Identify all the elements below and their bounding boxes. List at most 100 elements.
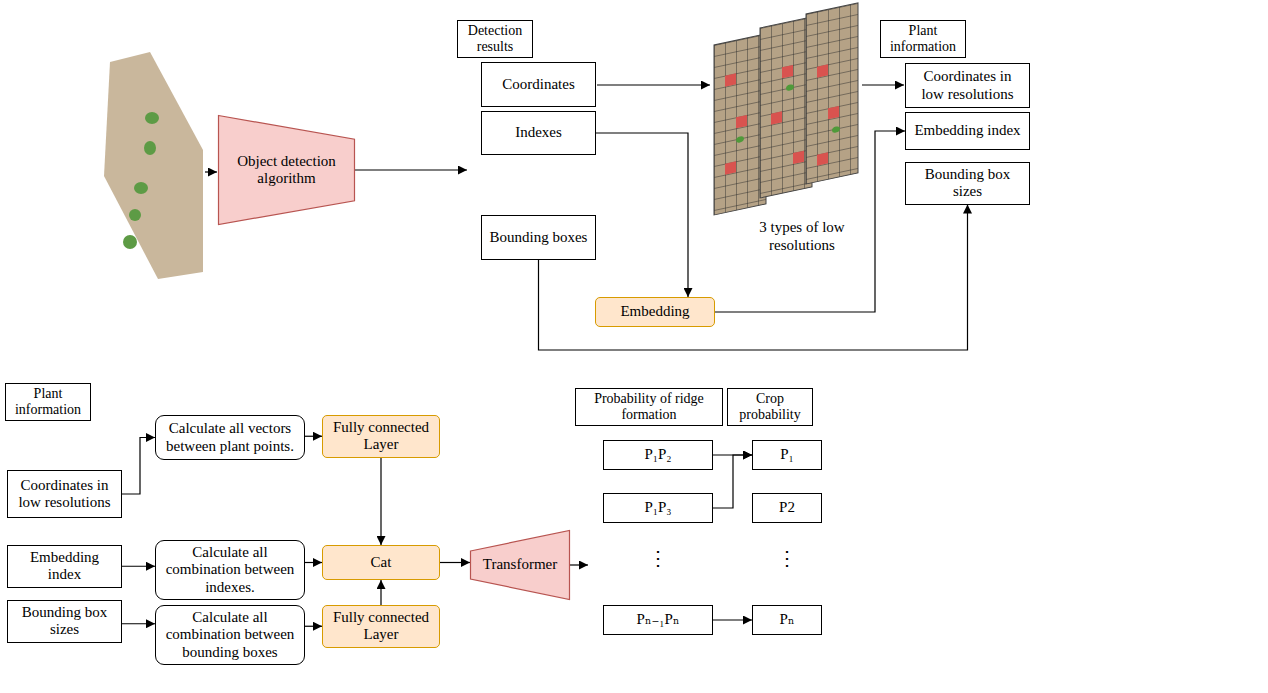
flow-arrow bbox=[122, 623, 155, 624]
soil-strip bbox=[104, 52, 203, 279]
process-box: Calculate all combination between indexe… bbox=[155, 540, 305, 600]
node-text: Fully connected Layer bbox=[328, 419, 434, 454]
node-text: P₁P₂ bbox=[644, 446, 671, 463]
node-text: Coordinates in low resolutions bbox=[13, 477, 116, 512]
group-panel: Plant informationCoordinates in low reso… bbox=[2, 405, 127, 655]
flow-arrow bbox=[305, 626, 322, 627]
grid-image bbox=[760, 17, 812, 198]
group-heading: Detection results bbox=[457, 20, 533, 58]
node-text: Pₙ₋₁Pₙ bbox=[637, 611, 680, 628]
flow-arrow bbox=[122, 438, 155, 495]
plant-blob bbox=[134, 182, 148, 194]
node-text: Pₙ bbox=[780, 611, 795, 628]
node-text: Embedding index bbox=[13, 549, 116, 584]
free-label: ⋮ bbox=[646, 546, 670, 570]
node-text: P2 bbox=[779, 499, 795, 516]
flow-arrow bbox=[715, 131, 905, 312]
data-box: Bounding box sizes bbox=[7, 600, 122, 643]
flow-arrow bbox=[380, 458, 381, 546]
group-heading: Crop probability bbox=[727, 388, 813, 426]
node-text: Bounding box sizes bbox=[13, 604, 116, 639]
node-text: Calculate all vectors between plant poin… bbox=[161, 420, 299, 455]
group-title: Plant information bbox=[10, 386, 86, 418]
process-trapezoid: Object detection algorithm bbox=[218, 115, 355, 225]
plant-blob bbox=[129, 209, 141, 221]
flow-arrow bbox=[597, 84, 710, 85]
flow-arrow bbox=[539, 205, 968, 351]
data-box: Coordinates bbox=[481, 62, 596, 107]
data-box: Embedding index bbox=[905, 112, 1030, 150]
group-title: Detection results bbox=[462, 23, 528, 55]
flow-arrow bbox=[596, 133, 688, 297]
node-text: Transformer bbox=[483, 556, 557, 573]
process-box: Calculate all combination between boundi… bbox=[155, 605, 305, 665]
data-box: P2 bbox=[752, 493, 822, 523]
node-text: Indexes bbox=[515, 124, 562, 141]
layer-box: Fully connected Layer bbox=[322, 605, 440, 648]
flow-arrow bbox=[570, 564, 588, 565]
node-text: Bounding box sizes bbox=[911, 166, 1024, 201]
data-box: P₁P₂ bbox=[603, 440, 713, 470]
plant-blob bbox=[144, 141, 156, 155]
group-heading: Probability of ridge formation bbox=[575, 388, 723, 426]
node-text: Calculate all combination between boundi… bbox=[161, 609, 299, 661]
flow-arrow bbox=[122, 566, 155, 567]
group-heading: Plant information bbox=[5, 383, 91, 421]
node-text: Fully connected Layer bbox=[328, 609, 434, 644]
layer-box: Fully connected Layer bbox=[322, 415, 440, 458]
grid-image bbox=[714, 34, 766, 215]
node-text: Calculate all combination between indexe… bbox=[161, 544, 299, 596]
data-box: Pₙ₋₁Pₙ bbox=[603, 605, 713, 635]
node-text: Coordinates bbox=[502, 76, 575, 93]
group-panel: Probability of ridge formationP₁P₂P₁P₃Pₙ… bbox=[588, 420, 728, 660]
node-text: Object detection algorithm bbox=[223, 153, 350, 188]
data-box: P₁ bbox=[752, 440, 822, 470]
node-text: Cat bbox=[371, 554, 392, 571]
data-box: Pₙ bbox=[752, 605, 822, 635]
data-box: Coordinates in low resolutions bbox=[905, 63, 1030, 108]
data-box: Coordinates in low resolutions bbox=[7, 470, 122, 518]
flow-arrow bbox=[862, 84, 904, 85]
layer-box: Embedding bbox=[595, 297, 715, 327]
flow-arrow bbox=[355, 169, 467, 170]
node-text: P₁ bbox=[780, 446, 794, 463]
layer-box: Cat bbox=[322, 545, 440, 580]
ellipsis-mark: ⋮ bbox=[777, 546, 797, 570]
ellipsis-mark: ⋮ bbox=[648, 546, 668, 570]
input-arrow bbox=[205, 171, 217, 172]
process-box: Calculate all vectors between plant poin… bbox=[155, 415, 305, 460]
image-caption: 3 types of low resolutions bbox=[742, 218, 862, 254]
data-box: Bounding boxes bbox=[481, 215, 596, 260]
group-title: Plant information bbox=[885, 23, 961, 55]
plant-blob bbox=[145, 112, 159, 124]
data-box: Bounding box sizes bbox=[905, 162, 1030, 205]
node-text: Bounding boxes bbox=[490, 229, 588, 246]
flow-arrow bbox=[305, 562, 322, 563]
group-panel: Plant informationCoordinates in low reso… bbox=[893, 38, 1043, 285]
flow-arrow bbox=[380, 580, 381, 605]
group-title: Crop probability bbox=[732, 391, 808, 423]
field-photo bbox=[104, 52, 203, 279]
flow-arrow bbox=[713, 619, 752, 620]
data-box: Embedding index bbox=[7, 545, 122, 588]
flow-arrow bbox=[713, 455, 752, 508]
flow-arrow bbox=[440, 562, 470, 563]
flow-arrow bbox=[305, 436, 322, 437]
node-text: Coordinates in low resolutions bbox=[911, 68, 1024, 103]
group-panel: Crop probabilityP₁P2Pₙ bbox=[738, 420, 835, 660]
model-trapezoid: Transformer bbox=[470, 530, 570, 600]
data-box: Indexes bbox=[481, 111, 596, 155]
node-text: Embedding bbox=[620, 303, 689, 320]
group-title: Probability of ridge formation bbox=[580, 391, 718, 423]
low-resolution-images bbox=[714, 3, 858, 215]
group-heading: Plant information bbox=[880, 20, 966, 58]
group-panel: Detection resultsCoordinatesIndexesBound… bbox=[467, 38, 610, 285]
plant-blob bbox=[123, 235, 137, 249]
node-text: Embedding index bbox=[914, 122, 1020, 139]
free-label: 3 types of low resolutions bbox=[742, 218, 862, 254]
free-label: ⋮ bbox=[775, 546, 799, 570]
data-box: P₁P₃ bbox=[603, 493, 713, 523]
node-text: P₁P₃ bbox=[644, 499, 671, 516]
grid-image bbox=[806, 3, 858, 184]
